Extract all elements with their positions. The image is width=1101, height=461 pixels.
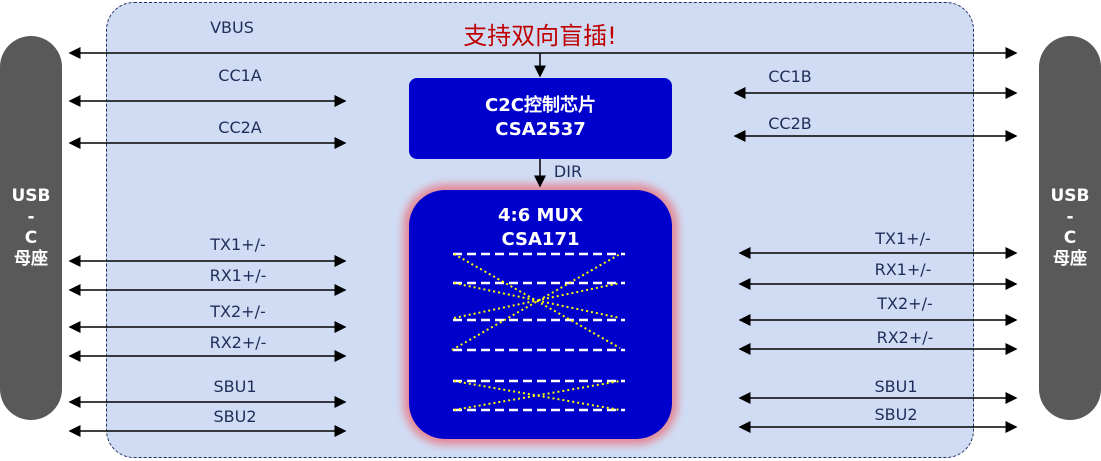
left-signal-label: SBU2	[213, 407, 257, 426]
left-signal-label: SBU1	[213, 377, 257, 396]
dir-label: DIR	[553, 162, 583, 181]
cc2b-label: CC2B	[768, 114, 812, 133]
controller-name: C2C控制芯片	[485, 95, 596, 116]
left-signal-label: TX2+/-	[210, 302, 266, 321]
connector-label: -	[1066, 207, 1074, 227]
right-signal-label: TX1+/-	[875, 229, 931, 248]
mux-part: CSA171	[501, 229, 580, 250]
left-signal-label: TX1+/-	[210, 235, 266, 254]
vbus-label: VBUS	[210, 18, 254, 37]
right-signal-label: RX2+/-	[876, 328, 934, 347]
connector-label: USB	[11, 186, 51, 206]
connector-label: USB	[1050, 186, 1090, 206]
mux-chip: 4:6 MUX CSA171	[409, 190, 672, 439]
title: 支持双向盲插!	[463, 22, 617, 50]
mux-name: 4:6 MUX	[498, 205, 583, 226]
right-signal-label: SBU2	[874, 405, 918, 424]
right-signal-label: SBU1	[874, 377, 918, 396]
cc1a-label: CC1A	[218, 66, 262, 85]
left-signal-label: RX1+/-	[209, 266, 267, 285]
cc1b-label: CC1B	[768, 67, 812, 86]
controller-chip: C2C控制芯片 CSA2537	[409, 78, 672, 159]
right-signal-label: TX2+/-	[877, 294, 933, 313]
connector-label: 母座	[14, 249, 48, 269]
connector-label: 母座	[1053, 249, 1087, 269]
connector-label: C	[1063, 228, 1077, 248]
cc2a-label: CC2A	[218, 118, 262, 137]
left-signal-label: RX2+/-	[209, 333, 267, 352]
right-signal-label: RX1+/-	[874, 260, 932, 279]
controller-part: CSA2537	[495, 119, 586, 140]
connector-label: C	[24, 228, 38, 248]
connector-label: -	[27, 207, 35, 227]
